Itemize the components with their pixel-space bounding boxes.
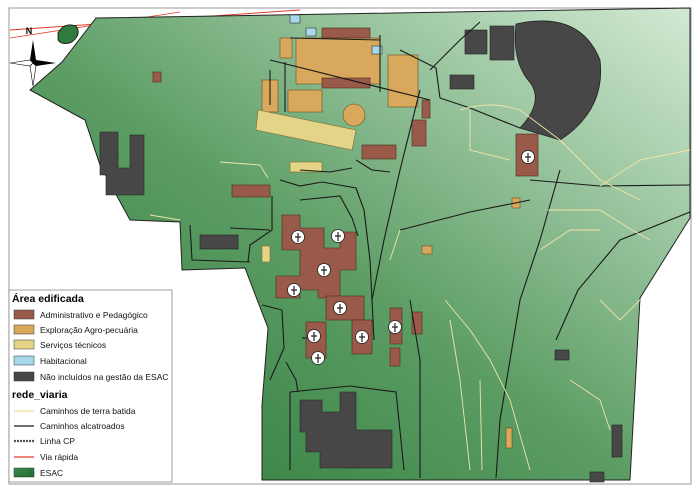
housing-building [371, 45, 383, 55]
legend-label-non-esac: Não incluídos na gestão da ESAC [40, 372, 169, 382]
non-esac-complex-bottom [299, 391, 393, 469]
non-esac-building [449, 74, 475, 90]
marker-icon [307, 329, 321, 343]
legend-swatch-non-esac [13, 371, 35, 382]
legend-swatch-agro [13, 324, 35, 335]
legend-area-title: Área edificada [12, 292, 84, 305]
technical-building [261, 245, 271, 263]
legend-swatch-admin [13, 309, 35, 320]
legend-label-admin: Administrativo e Pedagógico [40, 310, 148, 320]
marker-icon [311, 351, 325, 365]
north-label: N [26, 26, 33, 36]
agro-building [287, 89, 323, 113]
legend-label-services: Serviços técnicos [40, 340, 106, 350]
admin-building [411, 119, 427, 147]
admin-building [389, 347, 401, 367]
marker-icon [333, 301, 347, 315]
legend-label-dirt: Caminhos de terra batida [40, 406, 136, 416]
admin-building [152, 71, 162, 83]
legend-swatch-esac [13, 467, 35, 478]
admin-building [361, 144, 397, 160]
esac-island [57, 24, 79, 44]
agro-building [387, 54, 419, 108]
agro-building [505, 427, 513, 449]
non-esac-building [464, 29, 488, 55]
agro-building [421, 245, 433, 255]
non-esac-building [589, 471, 605, 483]
non-esac-building [489, 25, 515, 61]
non-esac-building-left [99, 131, 145, 196]
marker-icon [317, 263, 331, 277]
admin-building [231, 184, 271, 198]
marker-icon [521, 150, 535, 164]
marker-icon [287, 283, 301, 297]
legend-swatch-housing [13, 355, 35, 366]
paved-roads [189, 21, 691, 479]
legend-label-agro: Exploração Agro-pecuária [40, 325, 138, 335]
admin-building [421, 99, 431, 119]
legend-swatch-services [13, 339, 35, 350]
marker-icon [355, 330, 369, 344]
agro-building [279, 37, 293, 59]
legend-label-paved: Caminhos alcatroados [40, 421, 125, 431]
admin-building [321, 27, 371, 39]
dirt-roads [149, 104, 691, 471]
technical-building [255, 109, 357, 151]
marker-icon [291, 230, 305, 244]
marker-icon [331, 229, 345, 243]
admin-building [411, 311, 423, 335]
marker-icon [388, 320, 402, 334]
legend-road-title: rede_viaria [12, 389, 68, 401]
north-arrow-icon: N [9, 26, 56, 87]
agro-silo [342, 103, 366, 127]
non-esac-building [611, 424, 623, 458]
technical-building [289, 161, 323, 173]
admin-building [321, 77, 371, 89]
legend: Área edificada Administrativo e Pedagógi… [8, 289, 173, 483]
non-esac-building-large [514, 20, 602, 141]
legend-label-rail: Linha CP [40, 436, 75, 446]
non-esac-building [199, 234, 239, 250]
housing-building [289, 14, 301, 24]
housing-building [305, 27, 317, 37]
legend-panel [8, 289, 173, 483]
legend-label-housing: Habitacional [40, 356, 87, 366]
non-esac-building [554, 349, 570, 361]
legend-label-expressway: Via rápida [40, 452, 78, 462]
legend-label-esac: ESAC [40, 468, 63, 478]
